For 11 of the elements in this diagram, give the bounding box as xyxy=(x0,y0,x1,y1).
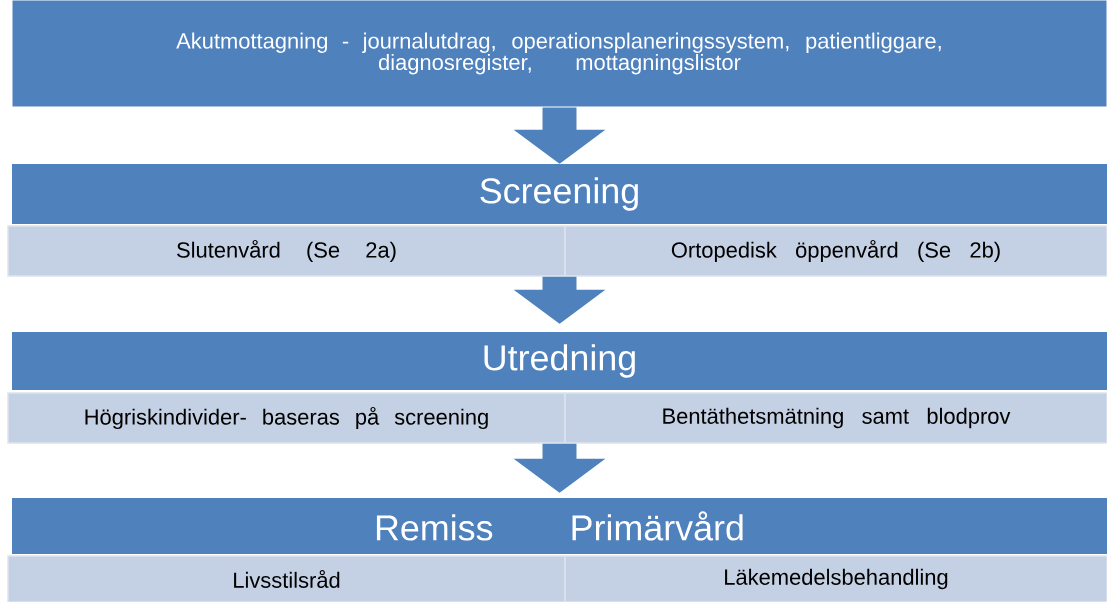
category-box: Livsstilsråd xyxy=(7,555,566,602)
category-box: Bentäthetsmätning samt blodprov xyxy=(564,392,1107,444)
category-box: Högriskindivider- baseras på screening xyxy=(7,392,566,444)
category-box: Läkemedelsbehandling xyxy=(564,555,1107,602)
heading-band: Utredning xyxy=(12,332,1107,390)
category-box: Ortopedisk öppenvård (Se 2b) xyxy=(564,225,1107,277)
heading-band: Remiss Primärvård xyxy=(12,498,1107,554)
top-box: Akutmottagning - journalutdrag, operationsplaneringssystem, patientliggare, diagnosregister, mottagningslistor xyxy=(11,0,1107,108)
category-box: Slutenvård (Se 2a) xyxy=(7,225,566,277)
node-label: Bentäthetsmätning samt blodprov xyxy=(663,407,1011,429)
node-label: Ortopedisk öppenvård (Se 2b) xyxy=(671,239,1000,263)
